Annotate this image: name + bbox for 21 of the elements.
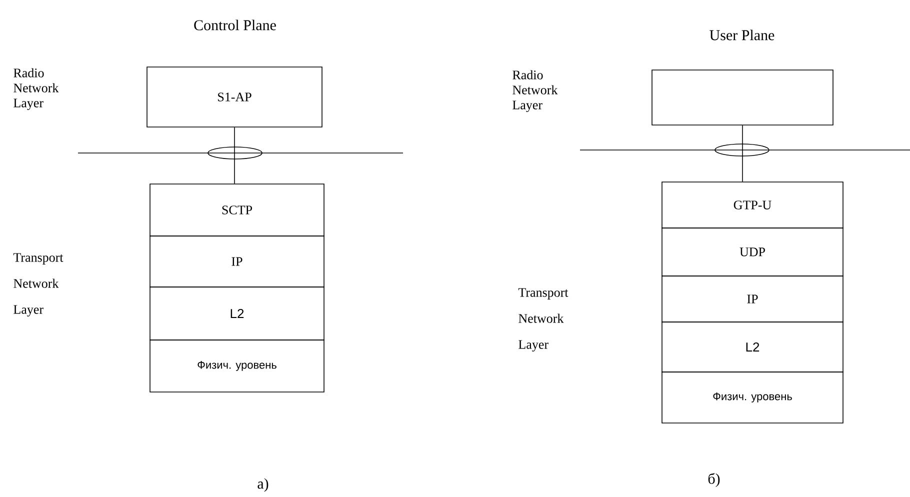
- protocol-box: UDP: [662, 228, 844, 276]
- layer-label: Transport Network Layer: [13, 253, 64, 316]
- protocol-box: Физич. уровень: [150, 340, 324, 392]
- layer-label: Transport Network Layer: [518, 288, 568, 352]
- protocol-box: IP: [662, 276, 844, 322]
- empty-box: [652, 70, 834, 126]
- layer-label: Radio Network Layer: [14, 68, 59, 110]
- panel-heading: a): [258, 478, 268, 492]
- connector-line: [742, 125, 743, 182]
- layer-label: Radio Network Layer: [512, 70, 558, 112]
- protocol-box: IP: [150, 236, 324, 288]
- panel-heading: б): [708, 473, 720, 487]
- connector-line: [234, 127, 235, 184]
- protocol-box: GTP-U: [662, 182, 844, 228]
- protocol-box: L2: [150, 286, 324, 340]
- protocol-box: S1-AP: [146, 66, 322, 128]
- panel-heading: User Plane: [710, 30, 774, 40]
- protocol-box: SCTP: [150, 184, 324, 236]
- protocol-box: Физич. уровень: [662, 372, 844, 424]
- panel-heading: Control Plane: [194, 20, 276, 30]
- protocol-box: L2: [662, 322, 844, 372]
